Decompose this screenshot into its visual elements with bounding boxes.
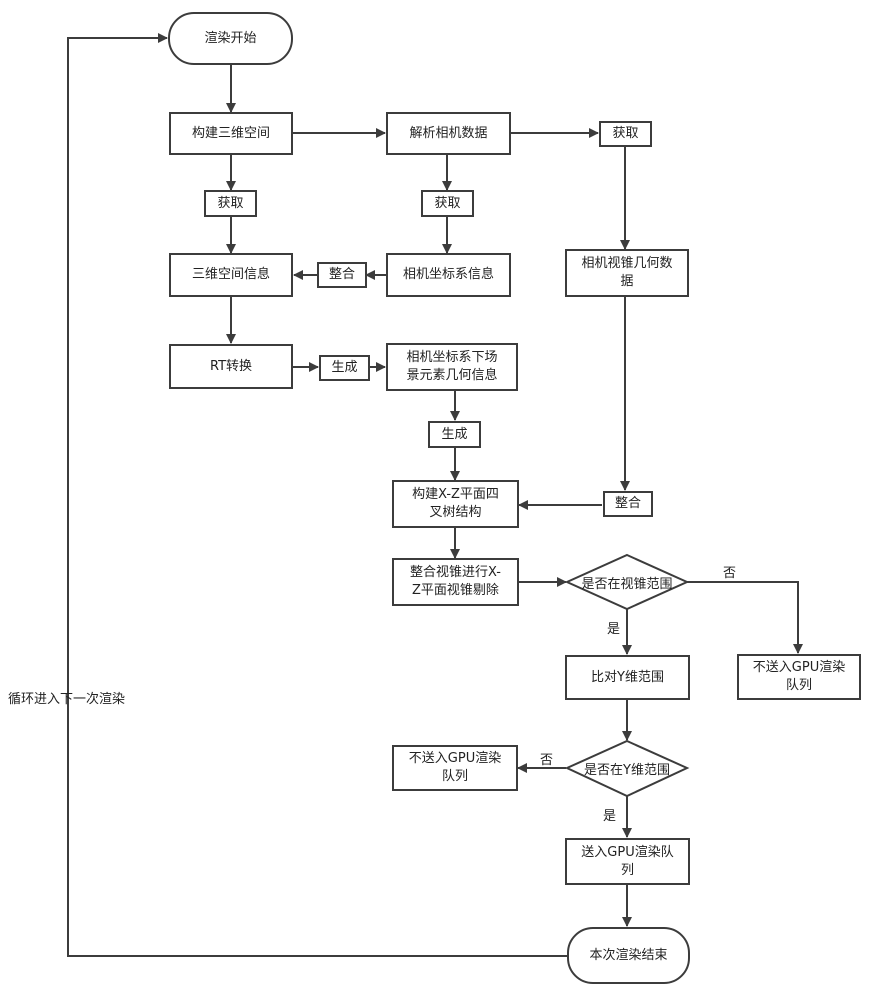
in-y-label: 是否在Y维范围	[584, 759, 670, 778]
in-frustum-label: 是否在视锥范围	[581, 573, 672, 592]
rt-box: RT转换	[169, 344, 293, 389]
get-text-3: 获取	[612, 125, 638, 143]
get-label-2: 获取	[421, 190, 474, 217]
no-text-2: 否	[540, 753, 553, 768]
edge-diamond1-notsend1	[687, 582, 798, 653]
gen-label-1: 生成	[319, 355, 370, 381]
get-label-3: 获取	[599, 121, 652, 147]
get-label-1: 获取	[204, 190, 257, 217]
loop-label: 循环进入下一次渲染	[8, 688, 125, 707]
get-text-2: 获取	[434, 195, 460, 213]
end-text: 本次渲染结束	[589, 947, 667, 965]
quadtree-text: 构建X-Z平面四 叉树结构	[412, 486, 499, 522]
loop-text: 循环进入下一次渲染	[8, 692, 125, 707]
get-text-1: 获取	[217, 195, 243, 213]
yes-text-2: 是	[603, 809, 616, 824]
no-text-1: 否	[723, 566, 736, 581]
yes-text-1: 是	[607, 622, 620, 637]
parse-camera-box: 解析相机数据	[386, 112, 511, 155]
not-send-text-2: 不送入GPU渲染 队列	[409, 750, 501, 786]
compare-y-box: 比对Y维范围	[565, 655, 690, 700]
scene-geo-text: 相机坐标系下场 景元素几何信息	[406, 349, 497, 385]
send-text: 送入GPU渲染队 列	[581, 844, 673, 880]
merge-text-1: 整合	[329, 266, 355, 284]
rt-text: RT转换	[210, 358, 252, 376]
cull-text: 整合视锥进行X- Z平面视锥剔除	[410, 564, 501, 600]
end-node: 本次渲染结束	[567, 927, 690, 984]
space-info-box: 三维空间信息	[169, 253, 293, 297]
no-label-1: 否	[723, 562, 736, 581]
gen-text-2: 生成	[441, 426, 467, 444]
in-y-text: 是否在Y维范围	[567, 756, 687, 780]
cam-coord-box: 相机坐标系信息	[386, 253, 511, 297]
merge-label-1: 整合	[317, 262, 367, 288]
start-text: 渲染开始	[204, 30, 256, 48]
not-send-text-1: 不送入GPU渲染 队列	[753, 659, 845, 695]
compare-y-text: 比对Y维范围	[591, 669, 664, 687]
yes-label-1: 是	[607, 618, 620, 637]
quadtree-box: 构建X-Z平面四 叉树结构	[392, 480, 519, 528]
space-info-text: 三维空间信息	[192, 266, 270, 284]
gen-text-1: 生成	[331, 359, 357, 377]
in-frustum-text: 是否在视锥范围	[567, 570, 687, 594]
gen-label-2: 生成	[428, 421, 481, 448]
merge-text-2: 整合	[615, 495, 641, 513]
send-box: 送入GPU渲染队 列	[565, 838, 690, 885]
build-space-box: 构建三维空间	[169, 112, 293, 155]
cull-box: 整合视锥进行X- Z平面视锥剔除	[392, 558, 519, 606]
scene-geo-box: 相机坐标系下场 景元素几何信息	[386, 343, 518, 391]
start-node: 渲染开始	[168, 12, 293, 65]
cam-coord-text: 相机坐标系信息	[403, 266, 494, 284]
not-send-box-1: 不送入GPU渲染 队列	[737, 654, 861, 700]
build-space-text: 构建三维空间	[192, 125, 270, 143]
merge-label-2: 整合	[603, 491, 653, 517]
frustum-geo-text: 相机视锥几何数 据	[581, 255, 672, 291]
no-label-2: 否	[540, 749, 553, 768]
yes-label-2: 是	[603, 805, 616, 824]
frustum-geo-box: 相机视锥几何数 据	[565, 249, 689, 297]
parse-camera-text: 解析相机数据	[409, 125, 487, 143]
not-send-box-2: 不送入GPU渲染 队列	[392, 745, 518, 791]
